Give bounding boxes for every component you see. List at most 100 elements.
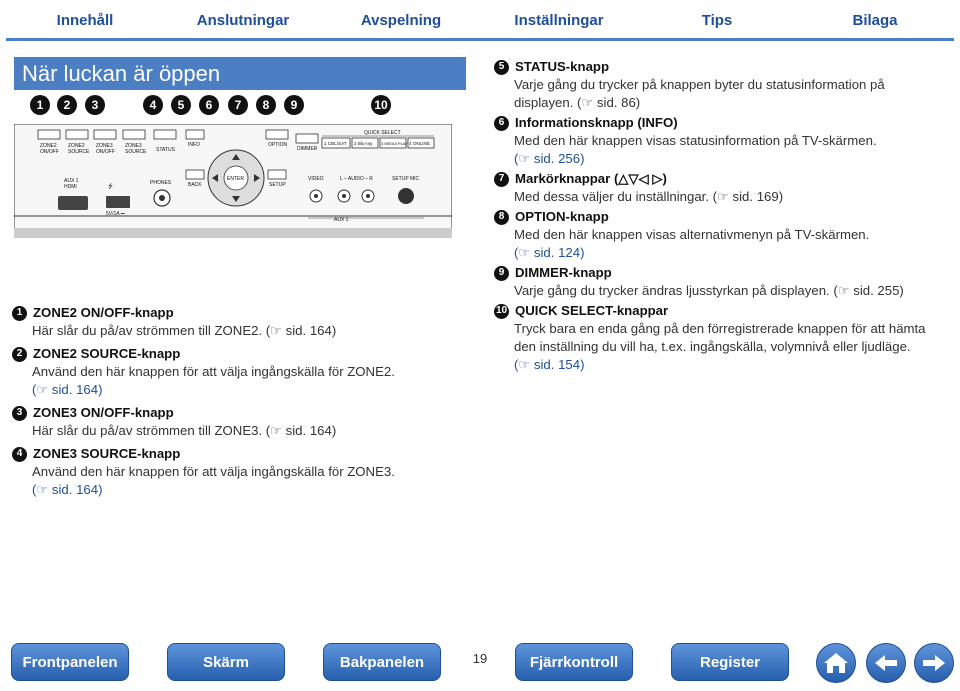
item-number: 3	[12, 405, 27, 421]
page-reference-link[interactable]: (☞ sid. 164)	[32, 382, 103, 397]
setup-label: SETUP	[269, 182, 286, 188]
dimmer-label: DIMMER	[297, 146, 318, 152]
page-reference-link[interactable]: (☞ sid. 256)	[514, 151, 585, 166]
option-label: OPTION	[268, 142, 288, 148]
enter-label: ENTER	[227, 176, 244, 182]
phones-label: PHONES	[150, 180, 172, 186]
nav-register-button[interactable]: Register	[671, 643, 789, 681]
item-number: 5	[494, 59, 509, 75]
item-text: Här slår du på/av strömmen till ZONE3. (…	[32, 423, 337, 438]
status-button[interactable]	[153, 129, 177, 140]
item-number: 8	[494, 209, 509, 225]
tab-label: Anslutningar	[196, 11, 290, 29]
callout-row: 1 2 3 4 5 6 7 8 9 10	[30, 95, 400, 117]
option-button[interactable]	[265, 129, 289, 140]
tab-label: Tips	[701, 11, 733, 29]
tab-label: Bilaga	[852, 11, 898, 29]
callout-7: 7	[228, 95, 248, 115]
item-text: Varje gång du trycker på knappen byter d…	[514, 77, 885, 92]
item-number: 4	[12, 446, 27, 462]
arrow-right-icon	[923, 655, 945, 671]
item-number: 6	[494, 115, 509, 131]
callout-8: 8	[256, 95, 276, 115]
page-reference-link[interactable]: (☞ sid. 124)	[514, 245, 585, 260]
tab-innehall[interactable]: Innehåll	[6, 2, 164, 38]
nav-skarm-button[interactable]: Skärm	[167, 643, 285, 681]
nav-frontpanelen-button[interactable]: Frontpanelen	[11, 643, 129, 681]
dimmer-button[interactable]	[295, 133, 319, 144]
quick-select-3[interactable]	[379, 137, 407, 149]
forward-page-button[interactable]	[914, 643, 954, 683]
cursor-pad[interactable]: ENTER	[207, 149, 265, 207]
item-title: STATUS-knapp	[515, 59, 610, 74]
home-icon	[824, 653, 848, 673]
back-button[interactable]	[185, 169, 205, 180]
callout-10: 10	[371, 95, 391, 115]
nav-fjarrkontroll-button[interactable]: Fjärrkontroll	[515, 643, 633, 681]
item-text: den inställning du vill ha, t.ex. ingång…	[514, 339, 911, 354]
tab-label: Innehåll	[56, 11, 114, 29]
quick-select-1[interactable]	[321, 137, 351, 149]
page-reference-link[interactable]: (☞ sid. 164)	[32, 482, 103, 497]
callout-3: 3	[85, 95, 105, 115]
section-title: När luckan är öppen	[14, 57, 466, 90]
quick-select-4[interactable]	[407, 137, 435, 149]
setup-mic-label: SETUP MIC	[392, 176, 420, 182]
item-text: Med den här knappen visas statusinformat…	[514, 133, 877, 148]
tab-avspelning[interactable]: Avspelning	[322, 2, 480, 38]
left-descriptions: 1 ZONE2 ON/OFF-knapp Här slår du på/av st…	[12, 304, 462, 499]
back-label: BACK	[188, 182, 202, 188]
zone3-onoff-button[interactable]	[93, 129, 117, 140]
home-button[interactable]	[816, 643, 856, 683]
item-number: 1	[12, 305, 27, 321]
item-text: Använd den här knappen för att välja ing…	[32, 464, 395, 479]
item-number: 9	[494, 265, 509, 281]
info-label: INFO	[188, 142, 200, 148]
item-number: 2	[12, 346, 27, 362]
tab-label: Avspelning	[360, 11, 442, 29]
svg-text:5V/1A ⎓: 5V/1A ⎓	[106, 211, 125, 217]
page-number: 19	[472, 651, 488, 666]
tab-label: Inställningar	[514, 11, 604, 29]
zone2-onoff-button[interactable]	[37, 129, 61, 140]
svg-text:3 MEDIA PLAYER: 3 MEDIA PLAYER	[381, 141, 413, 146]
back-page-button[interactable]	[866, 643, 906, 683]
zone3-source-button[interactable]	[122, 129, 146, 140]
item-title: ZONE2 SOURCE-knapp	[33, 346, 181, 361]
item-text: Tryck bara en enda gång på den förregist…	[514, 321, 926, 336]
item-text: Med dessa väljer du inställningar. (☞ si…	[514, 189, 784, 204]
svg-text:2 Blu-ray: 2 Blu-ray	[354, 141, 373, 146]
item-text: Varje gång du trycker ändras ljusstyrkan…	[514, 283, 904, 298]
callout-2: 2	[57, 95, 77, 115]
zone2-source-button[interactable]	[65, 129, 89, 140]
quick-select-2[interactable]	[351, 137, 379, 149]
callout-5: 5	[171, 95, 191, 115]
audio-label: L – AUDIO – R	[340, 176, 373, 182]
svg-text:4 ONLINE: 4 ONLINE	[409, 141, 430, 146]
page-reference-link[interactable]: (☞ sid. 154)	[514, 357, 585, 372]
hdmi-port	[58, 196, 88, 210]
nav-bakpanelen-button[interactable]: Bakpanelen	[323, 643, 441, 681]
zone2-onoff-line1: ZONE2	[40, 143, 57, 149]
quick-select-label: QUICK SELECT	[364, 130, 401, 136]
status-label: STATUS	[156, 147, 176, 153]
tab-bilaga[interactable]: Bilaga	[796, 2, 954, 38]
callout-6: 6	[199, 95, 219, 115]
usb-port	[106, 196, 130, 208]
tab-tips[interactable]: Tips	[638, 2, 796, 38]
item-text: displayen. (☞ sid. 86)	[514, 95, 641, 110]
callout-9: 9	[284, 95, 304, 115]
setup-button[interactable]	[267, 169, 287, 180]
usb-icon: ⭍	[108, 182, 113, 190]
callout-1: 1	[30, 95, 50, 115]
tab-installningar[interactable]: Inställningar	[480, 2, 638, 38]
tab-anslutningar[interactable]: Anslutningar	[164, 2, 322, 38]
item-title: ZONE2 ON/OFF-knapp	[33, 305, 174, 320]
info-button[interactable]	[185, 129, 205, 140]
item-title: QUICK SELECT-knappar	[515, 303, 669, 318]
